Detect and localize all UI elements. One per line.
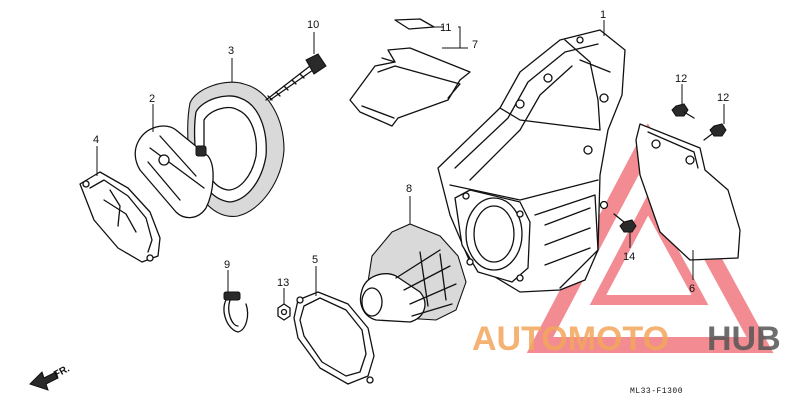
bolt-12-b — [703, 123, 727, 141]
callout-10: 10 — [307, 19, 319, 31]
callout-12-a: 12 — [675, 73, 687, 85]
callout-2: 2 — [149, 93, 155, 105]
filter-holder-plate — [134, 125, 214, 219]
watermark-part1: AUTOMOTO — [472, 320, 669, 358]
bolt-12-a — [671, 103, 695, 119]
rear-plate — [79, 171, 161, 263]
hose-clamp — [223, 291, 249, 333]
callout-14: 14 — [623, 251, 635, 263]
callouts: 1 2 3 4 5 6 7 8 9 10 11 12 12 13 14 — [93, 9, 729, 295]
callout-3: 3 — [228, 45, 234, 57]
callout-6: 6 — [689, 283, 695, 295]
front-label: FR. — [52, 363, 72, 380]
callout-11: 11 — [440, 22, 451, 34]
callout-1: 1 — [600, 9, 606, 21]
callout-12-b: 12 — [717, 92, 729, 104]
air-cleaner-case — [437, 29, 626, 293]
callout-5: 5 — [312, 254, 318, 266]
nut — [277, 303, 291, 321]
part-code: ML33-F1300 — [630, 387, 683, 396]
wing-screw — [265, 53, 327, 101]
callout-9: 9 — [224, 259, 230, 271]
callout-4: 4 — [93, 134, 99, 146]
bolt-14 — [613, 213, 637, 233]
leader-lines — [96, 20, 725, 304]
seal-strip — [394, 18, 435, 30]
watermark-text: AUTOMOTO HUB — [472, 320, 781, 358]
front-direction-marker: FR. — [29, 363, 72, 391]
gasket — [293, 291, 375, 385]
top-cover-plate — [349, 47, 471, 127]
side-cover-plate — [635, 123, 741, 261]
callout-7: 7 — [472, 39, 478, 51]
watermark-part2: HUB — [707, 320, 781, 358]
intake-tube — [359, 223, 467, 323]
callout-8: 8 — [406, 183, 412, 195]
callout-13: 13 — [277, 277, 289, 289]
